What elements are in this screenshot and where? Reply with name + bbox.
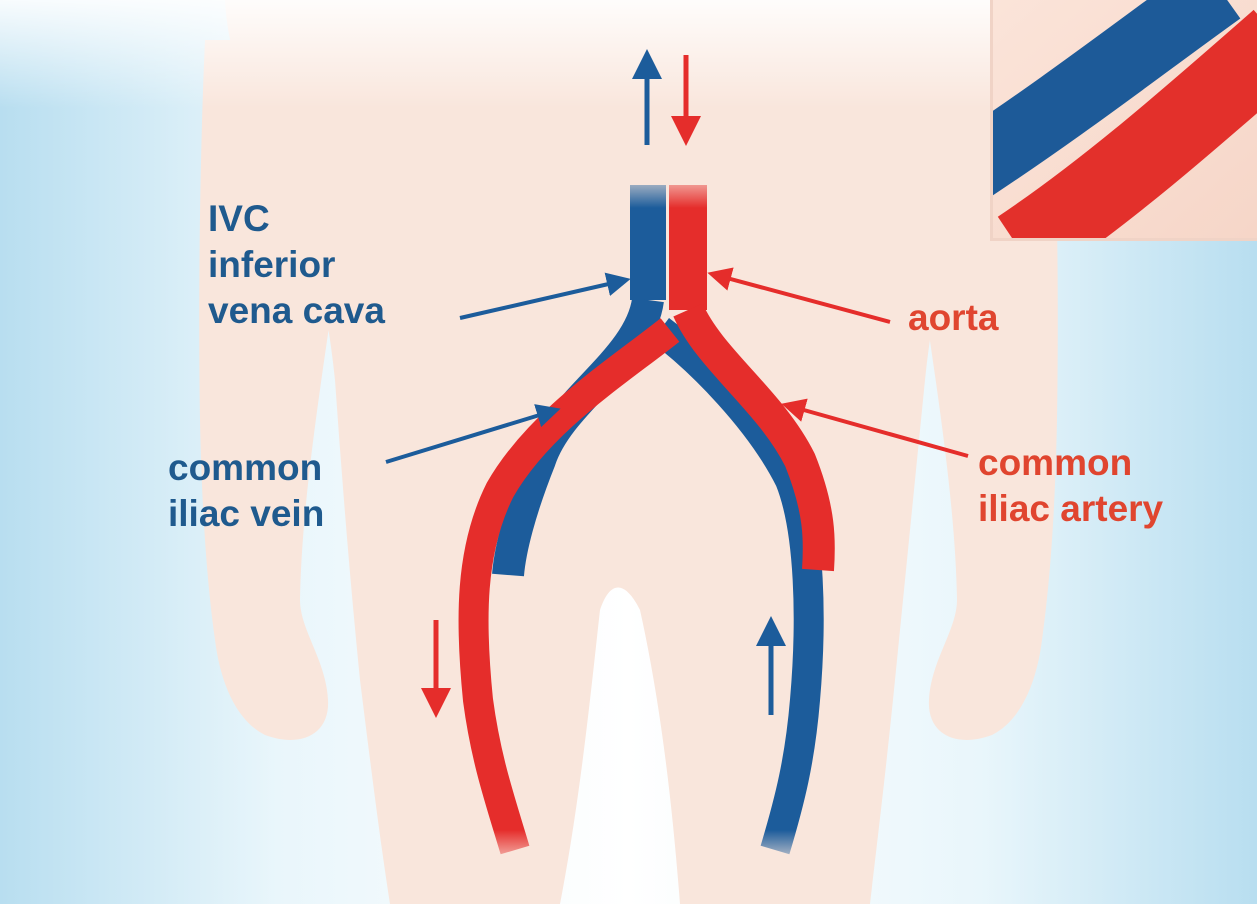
aorta-label-text: aorta bbox=[908, 295, 998, 341]
artery-label-line2: iliac artery bbox=[978, 486, 1163, 532]
ivc-label: IVC inferior vena cava bbox=[208, 196, 385, 334]
vessel-bottom-fade-left bbox=[480, 830, 540, 870]
vein-label-line1: common bbox=[168, 445, 324, 491]
vessel-top-fade bbox=[620, 168, 720, 208]
common-iliac-vein-label: common iliac vein bbox=[168, 445, 324, 537]
inset-panel bbox=[960, 0, 1257, 250]
ivc-label-line2: inferior bbox=[208, 242, 385, 288]
artery-label-line1: common bbox=[978, 440, 1163, 486]
common-iliac-artery-label: common iliac artery bbox=[978, 440, 1163, 532]
aorta-label: aorta bbox=[908, 295, 998, 341]
vein-label-line2: iliac vein bbox=[168, 491, 324, 537]
vessel-bottom-fade-right bbox=[750, 830, 810, 870]
ivc-label-line1: IVC bbox=[208, 196, 385, 242]
ivc-label-line3: vena cava bbox=[208, 288, 385, 334]
